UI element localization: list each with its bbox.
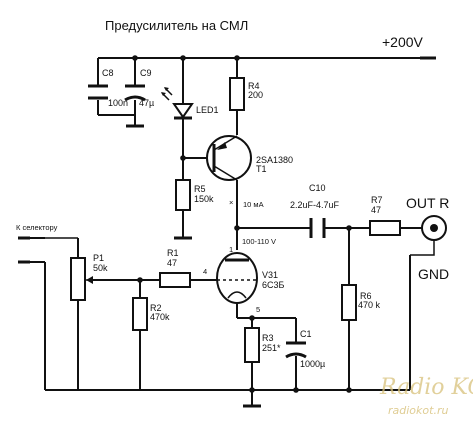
plate-voltage-annotation: 100-110 V (242, 237, 276, 246)
led-led1: LED1 (161, 87, 219, 120)
input-connector: К селектору (16, 223, 58, 264)
ground-symbols (126, 124, 261, 408)
resistor-r6: R6 470 k (341, 284, 381, 321)
watermark-main: Radio KOT (379, 375, 473, 400)
r6-ref: R6 (360, 291, 372, 301)
c10-value: 2.2uF-4.7uF (290, 200, 340, 210)
r2-value: 470k (150, 312, 170, 322)
capacitor-c8: C8 100n (88, 68, 128, 108)
capacitor-c9: C9 47µ (124, 68, 154, 108)
r7-ref: R7 (371, 195, 383, 205)
r2-ref: R2 (150, 303, 162, 313)
pin-5-label: 5 (256, 305, 260, 314)
r3-value: 251* (262, 343, 281, 353)
resistor-r7: R7 47 (369, 195, 401, 236)
resistor-r4: R4 200 (229, 77, 263, 111)
capacitor-c1: C1 1000µ (285, 329, 325, 369)
r3-ref: R3 (262, 333, 274, 343)
r6-value: 470 k (358, 300, 381, 310)
c8-value: 100n (108, 98, 128, 108)
c9-ref: C9 (140, 68, 152, 78)
resistor-r3: R3 251* (244, 327, 281, 363)
potentiometer-p1: P1 50k (70, 253, 108, 301)
r4-value: 200 (248, 90, 263, 100)
output-label: OUT R (406, 195, 449, 211)
p1-ref: P1 (93, 253, 104, 263)
resistor-r2: R2 470k (132, 297, 170, 331)
input-label: К селектору (16, 223, 58, 232)
p1-value: 50k (93, 263, 108, 273)
led1-ref: LED1 (196, 105, 219, 115)
supply-label: +200V (382, 34, 424, 50)
pin-4-label: 4 (203, 267, 207, 276)
c1-ref: C1 (300, 329, 312, 339)
r4-ref: R4 (248, 81, 260, 91)
tube-v31: 1 5 V31 6С3Б (216, 245, 285, 314)
r5-ref: R5 (194, 184, 206, 194)
v31-ref: V31 (262, 270, 278, 280)
r7-value: 47 (371, 205, 381, 215)
watermark: Radio KOT radiokot.ru (379, 375, 473, 417)
r1-ref: R1 (167, 248, 179, 258)
transistor-t1: 2SA1380 T1 (206, 135, 293, 181)
output-jack: OUT R GND (406, 195, 449, 282)
wires (20, 57, 422, 405)
current-annotation: 10 мА (243, 200, 264, 209)
junction-dots (132, 55, 352, 393)
c9-value: 47µ (139, 98, 154, 108)
c1-value: 1000µ (300, 359, 325, 369)
c10-ref: C10 (309, 183, 326, 193)
pin-1-label: 1 (229, 245, 233, 254)
ground-label: GND (418, 266, 449, 282)
v31-value: 6С3Б (262, 280, 285, 290)
capacitor-c10: C10 2.2uF-4.7uF (290, 183, 340, 238)
current-marker: × (229, 198, 233, 207)
c8-ref: C8 (102, 68, 114, 78)
resistor-r1: R1 47 4 (159, 248, 207, 288)
resistor-r5: R5 150k (175, 179, 214, 211)
t1-value: T1 (256, 164, 267, 174)
r1-value: 47 (167, 258, 177, 268)
r5-value: 150k (194, 194, 214, 204)
diagram-title: Предусилитель на СМЛ (105, 18, 248, 33)
t1-ref: 2SA1380 (256, 155, 293, 165)
supply-terminal: +200V (382, 34, 436, 60)
watermark-sub: radiokot.ru (388, 404, 448, 417)
